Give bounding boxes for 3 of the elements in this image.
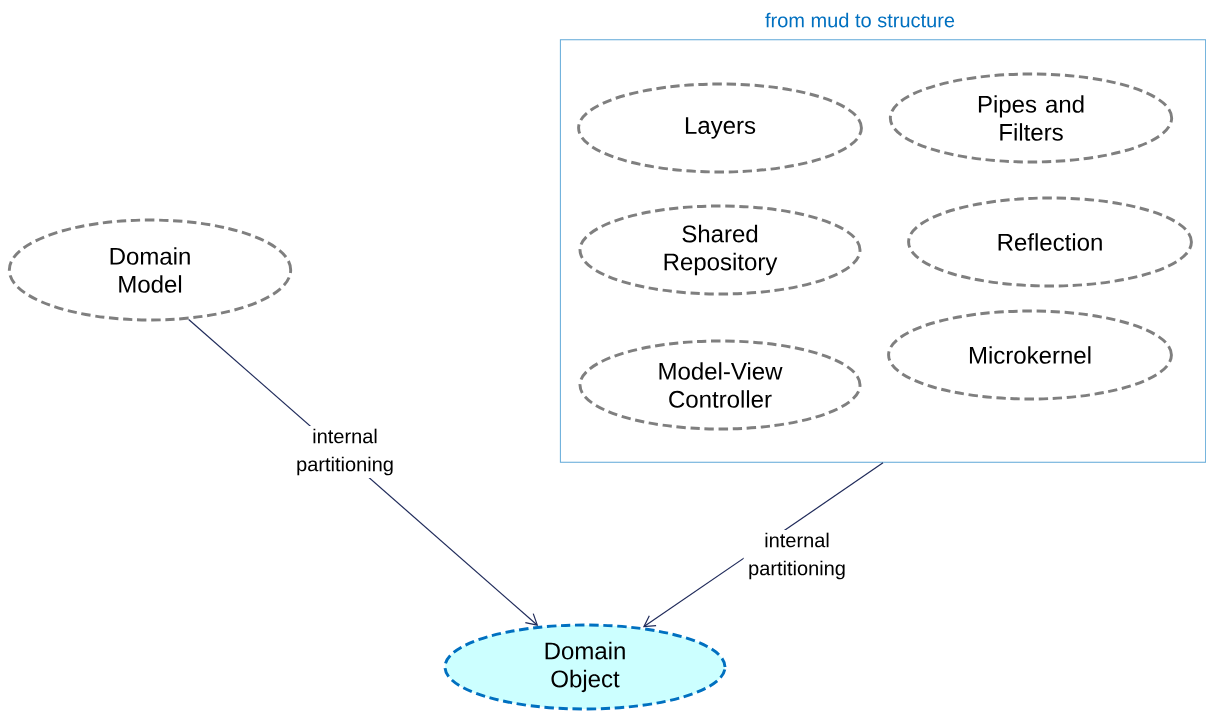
edge-label: internal partitioning	[291, 426, 399, 478]
node-label: from mud to structure	[765, 12, 955, 28]
edge-label: internal partitioning	[743, 530, 851, 582]
